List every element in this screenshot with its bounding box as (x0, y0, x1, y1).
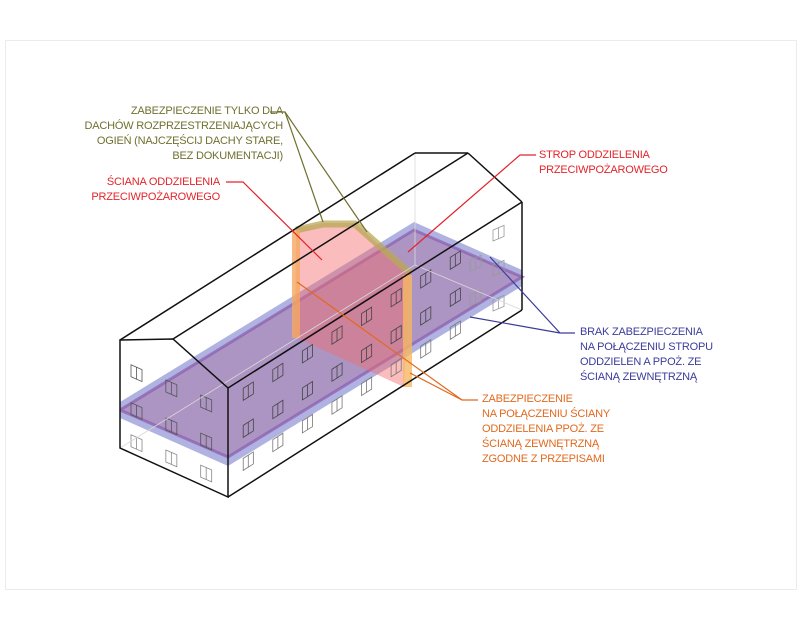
window (492, 294, 505, 312)
window (165, 449, 178, 468)
window (331, 325, 343, 345)
label-fire-slab: STROP ODDZIELENIA PRZECIWPOŻAROWEGO (539, 148, 668, 178)
label-slab-no-protection: BRAK ZABEZPIECZENIA NA POŁĄCZENIU STROPU… (580, 325, 713, 385)
wall-joint-left (292, 230, 300, 338)
label-line: PRZECIWPOŻAROWEGO (91, 191, 220, 203)
drawing-frame (5, 40, 797, 590)
window (449, 320, 461, 341)
label-line: DACHÓW ROZPRZESTRZENIAJĄCYCH (84, 120, 283, 132)
window (492, 224, 505, 242)
window (420, 305, 432, 326)
label-fire-wall: ŚCIANA ODDZIELENIA PRZECIWPOŻAROWEGO (91, 175, 220, 205)
leader-slab-joint-b (469, 316, 561, 334)
window (165, 379, 178, 398)
slab-edge-band (120, 222, 522, 466)
window (165, 417, 178, 436)
label-line: ZGODNE Z PRZEPISAMI (482, 453, 605, 465)
window (200, 394, 213, 413)
window (130, 434, 143, 453)
window (469, 254, 482, 272)
windows (130, 224, 505, 483)
window (200, 464, 213, 483)
window (242, 418, 254, 439)
window (492, 259, 505, 277)
label-line: BEZ DOKUMENTACJI) (172, 150, 283, 162)
label-line: OGIEŃ (NAJCZĘŚCIJ DACHY STARE, (96, 135, 283, 147)
window (390, 324, 402, 345)
window (361, 343, 373, 364)
leader-wall-joint-b (409, 372, 463, 401)
label-line: STROP ODDZIELENIA (539, 149, 650, 161)
fire-wall (295, 223, 410, 387)
window (242, 451, 254, 472)
window (449, 250, 461, 271)
window (130, 402, 143, 421)
window (272, 399, 284, 420)
window (130, 364, 143, 383)
window (200, 432, 213, 451)
label-roof-protection: ZABEZPIECZENIE TYLKO DLA DACHÓW ROZPRZES… (84, 104, 283, 164)
window (420, 338, 432, 359)
label-line: ŚCIANĄ ZEWNĘTRZNĄ (580, 371, 697, 383)
label-line: ZABEZPIECZENIE TYLKO DLA (130, 105, 283, 117)
window (331, 395, 343, 415)
window (331, 362, 343, 382)
window (301, 343, 313, 364)
leader-fire-wall (226, 181, 323, 261)
window (301, 413, 313, 434)
leader-roof-protection-b (284, 111, 368, 233)
window (449, 287, 461, 308)
label-wall-protection: ZABEZPIECZENIE NA POŁĄCZENIU ŚCIANY ODDZ… (482, 392, 610, 467)
leader-fire-slab (407, 154, 536, 253)
window (361, 376, 373, 397)
window (272, 432, 284, 453)
roof-protection-strip (295, 220, 413, 276)
label-line: PRZECIWPOŻAROWEGO (539, 164, 668, 176)
label-line: ODDZIELENIA PPOŻ. ZE (482, 423, 604, 435)
window (390, 287, 402, 308)
wall-joint-right (403, 275, 412, 387)
label-line: ŚCIANĄ ZEWNĘTRZNĄ (482, 438, 599, 450)
label-line: ODDZIELEN A PPOŻ. ZE (580, 356, 702, 368)
label-line: BRAK ZABEZPIECZENIA (580, 326, 703, 338)
label-line: ŚCIANA ODDZIELENIA (106, 176, 220, 188)
window (361, 306, 373, 327)
window (390, 357, 402, 378)
label-line: ZABEZPIECZENIE (482, 393, 573, 405)
label-line: NA POŁĄCZENIU ŚCIANY (482, 408, 611, 420)
window (420, 268, 432, 289)
building-outline (119, 152, 523, 499)
window (272, 362, 284, 383)
window (242, 381, 254, 402)
window (301, 380, 313, 401)
label-line: NA POŁĄCZENIU STROPU (580, 341, 713, 353)
window (469, 289, 482, 307)
